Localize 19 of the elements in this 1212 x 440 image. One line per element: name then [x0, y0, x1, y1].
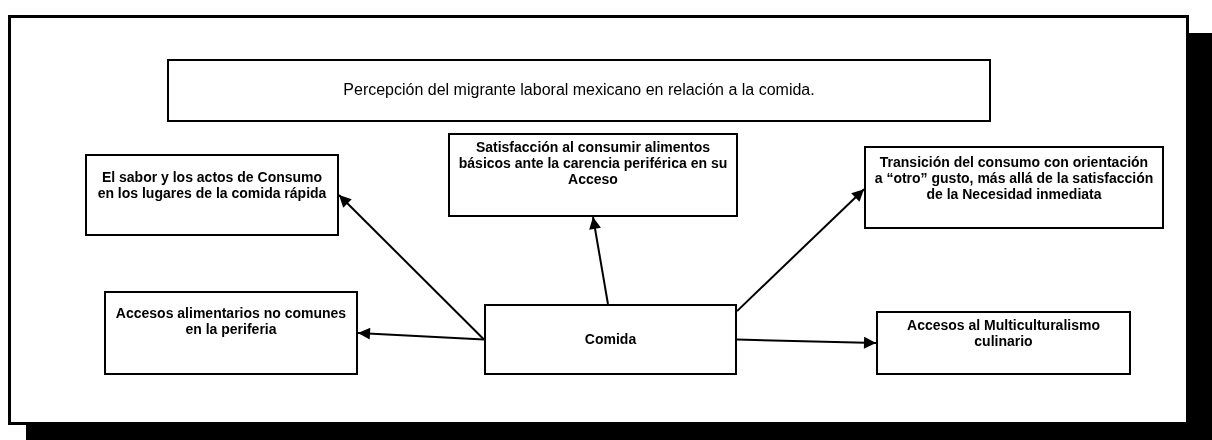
box-text: Comida — [584, 331, 637, 348]
arrow — [357, 327, 485, 341]
concept-box — [484, 304, 737, 375]
box-text: Percepción del migrante laboral mexicano en relación a la comida. — [343, 81, 815, 100]
box-text: Accesos al Multiculturalismo culinario — [906, 317, 1101, 350]
concept-box — [876, 311, 1131, 375]
box-text: Transición del consumo con orientación a “otro” gusto, más allá de la satisfacción de la Necesidad inmediata — [874, 154, 1154, 203]
concept-box — [104, 291, 358, 375]
arrow — [589, 216, 609, 305]
title-box — [167, 59, 991, 122]
arrow — [338, 194, 485, 341]
concept-box — [85, 154, 339, 236]
box-text: El sabor y los actos de Consumo en los lugares de la comida rápida — [96, 169, 328, 202]
concept-box — [864, 146, 1164, 229]
box-text: Accesos alimentarios no comunes en la periferia — [114, 305, 348, 338]
box-text: Satisfacción al consumir alimentos básicos ante la carencia periférica en su Acceso — [458, 139, 728, 188]
arrow — [736, 336, 877, 349]
arrow — [736, 188, 865, 313]
concept-box — [448, 133, 738, 217]
